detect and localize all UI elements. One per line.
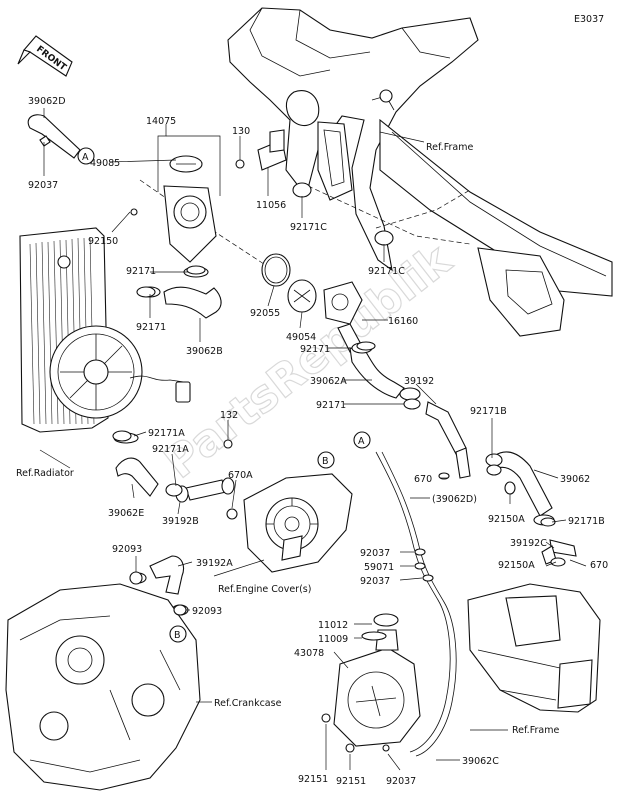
part-39062: 39062 [560,474,590,485]
part-92171b-2: 92171B [568,516,605,527]
part-59071: 59071 [364,562,394,573]
engine-cover [243,473,353,573]
part-92171-3: 92171 [300,344,330,355]
callout-a-mid: A [353,431,371,449]
part-39062d-paren: (39062D) [432,494,477,505]
part-92037-mid2: 92037 [360,576,390,587]
part-39192c: 39192C [510,538,547,549]
part-92055: 92055 [250,308,280,319]
ref-engine-covers-label: Ref.Engine Cover(s) [218,584,311,595]
frame-bottom [467,583,601,713]
part-49054: 49054 [286,332,316,343]
part-92151-1: 92151 [298,774,328,785]
part-92171a-1: 92171A [148,428,185,439]
part-132: 132 [220,410,238,421]
part-92037-mid: 92037 [360,548,390,559]
svg-text:B: B [174,630,181,641]
part-14075: 14075 [146,116,176,127]
part-39062c: 39062C [462,756,499,767]
part-670-1: 670 [414,474,432,485]
part-92171c-1: 92171C [290,222,327,233]
part-39062b: 39062B [186,346,223,357]
front-arrow: FRONT [17,35,73,77]
callout-b-left: B [169,625,187,643]
part-670-2: 670 [590,560,608,571]
part-670a: 670A [228,470,253,481]
radiator [19,227,191,433]
hose-39062d [27,114,81,159]
part-92037-top: 92037 [28,180,58,191]
svg-text:A: A [82,152,89,163]
part-16160: 16160 [388,316,418,327]
frame-top [139,7,613,337]
pipe-39192b [175,477,235,503]
ref-crankcase-label: Ref.Crankcase [214,698,282,709]
part-92171-1: 92171 [126,266,156,277]
reservoir-tank-43078 [333,613,421,747]
part-39192: 39192 [404,376,434,387]
part-39062d: 39062D [28,96,66,107]
callout-a-top: A [77,147,95,165]
hose-39062a [349,342,421,401]
part-92150a-1: 92150A [488,514,525,525]
part-92171b-1: 92171B [470,406,507,417]
hose-39062e [113,432,159,497]
ref-frame-top-label: Ref.Frame [426,142,473,153]
part-92093-2: 92093 [192,606,222,617]
svg-text:B: B [322,456,329,467]
part-92150: 92150 [88,236,118,247]
part-92151-2: 92151 [336,776,366,787]
leader-lines [39,108,587,771]
ref-radiator-label: Ref.Radiator [16,468,74,479]
pipe-39192c [541,539,577,565]
o-ring-92055 [261,253,291,287]
overflow-hose [375,451,457,757]
part-39062a: 39062A [310,376,347,387]
part-92171c-2: 92171C [368,266,405,277]
part-39192a: 39192A [196,558,233,569]
svg-text:A: A [358,436,365,447]
crankcase [5,583,201,791]
part-92171-2: 92171 [136,322,166,333]
part-92150a-2: 92150A [498,560,535,571]
part-11012: 11012 [318,620,348,631]
part-11009: 11009 [318,634,348,645]
pipe-39192 [425,401,471,479]
part-92171-4: 92171 [316,400,346,411]
diagram-code: E3037 [574,14,604,25]
callout-b-right: B [317,451,335,469]
thermostat-housing-14075 [163,155,217,263]
part-39192b: 39192B [162,516,199,527]
part-92093-1: 92093 [112,544,142,555]
part-49085: 49085 [90,158,120,169]
part-92171a-2: 92171A [152,444,189,455]
part-43078: 43078 [294,648,324,659]
part-39062e: 39062E [108,508,144,519]
thermostat-49054 [287,279,317,313]
part-92037-bot: 92037 [386,776,416,787]
part-11056: 11056 [256,200,286,211]
ref-frame-bottom-label: Ref.Frame [512,725,559,736]
part-130: 130 [232,126,250,137]
